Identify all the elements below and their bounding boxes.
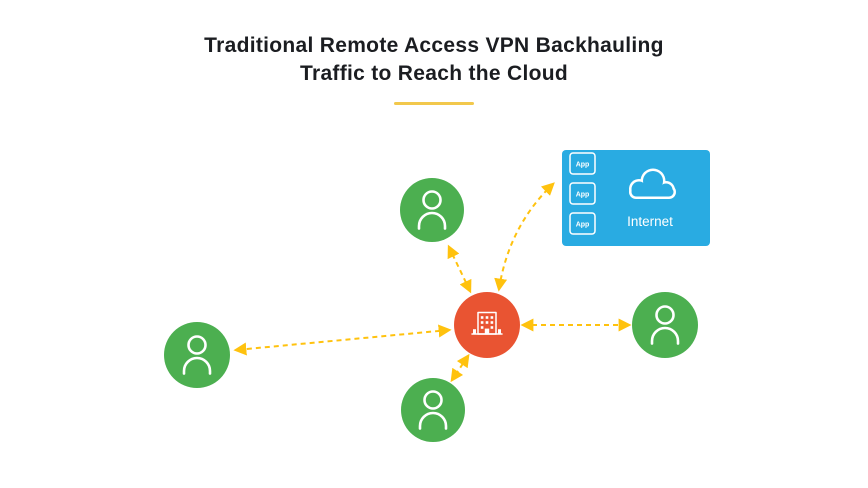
- office-hub-node: [454, 292, 520, 358]
- person-icon: [182, 335, 212, 375]
- person-icon: [418, 390, 448, 430]
- cloud-icon: [629, 168, 676, 199]
- user-circle: [632, 292, 698, 358]
- remote-user-top: [400, 178, 464, 242]
- internet-label: Internet: [627, 214, 673, 229]
- app-label: App: [576, 162, 590, 169]
- vpn-links: [233, 182, 632, 383]
- user-circle: [400, 178, 464, 242]
- arrow-hub-to-user-bottom: [450, 353, 470, 383]
- app-label: App: [576, 192, 590, 199]
- office-building-icon: [471, 311, 503, 335]
- page-title: Traditional Remote Access VPN Backhaulin…: [0, 32, 868, 89]
- page-title-line-1: Traditional Remote Access VPN Backhaulin…: [204, 34, 664, 57]
- page-title-line-2: Traffic to Reach the Cloud: [300, 62, 568, 86]
- user-circle: [401, 378, 465, 442]
- app-label: App: [576, 222, 590, 229]
- person-icon: [417, 190, 447, 230]
- arrow-hub-to-user-left: [233, 324, 452, 356]
- remote-user-bottom: [401, 378, 465, 442]
- app-icon-1: App: [569, 152, 596, 175]
- internet-box: App App App: [562, 150, 710, 246]
- remote-user-left: [164, 322, 230, 388]
- remote-user-right: [632, 292, 698, 358]
- arrow-hub-to-user-top: [447, 244, 472, 294]
- title-block: Traditional Remote Access VPN Backhaulin…: [0, 32, 868, 105]
- arrow-hub-to-internet: [494, 182, 555, 292]
- person-icon: [650, 305, 680, 345]
- app-icon-2: App: [569, 182, 596, 205]
- office-hub-circle: [454, 292, 520, 358]
- title-divider: [394, 101, 474, 105]
- user-circle: [164, 322, 230, 388]
- app-icon-3: App: [569, 212, 596, 235]
